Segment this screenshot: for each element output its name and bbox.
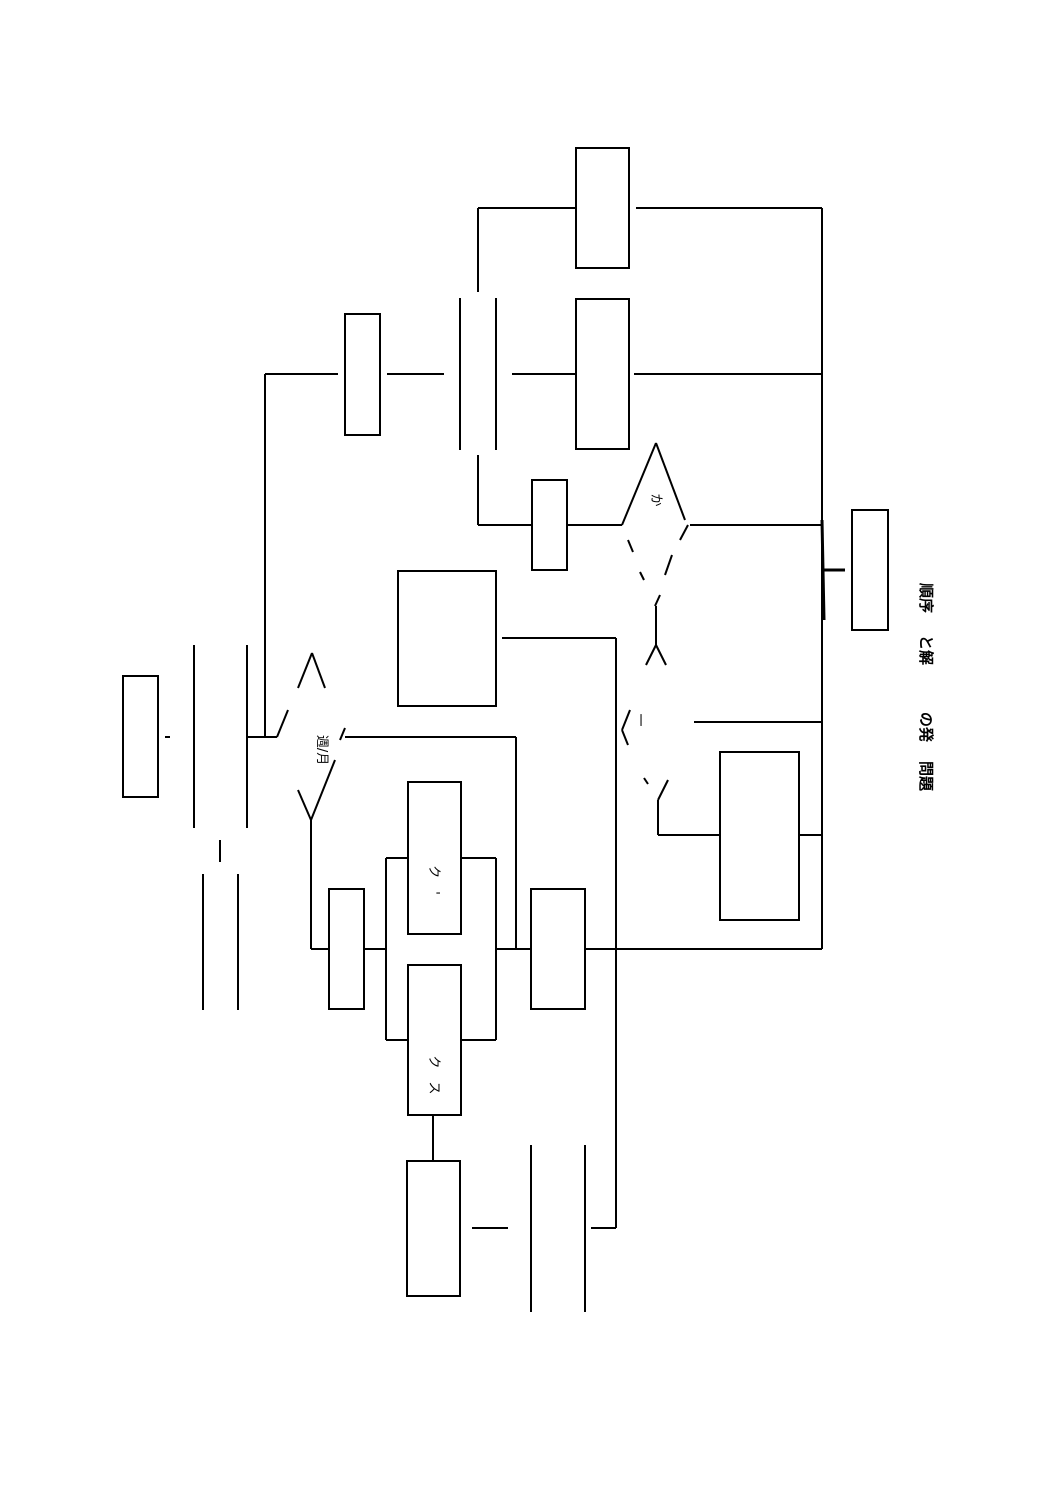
decision-right-top-label: か: [648, 493, 663, 506]
data-store-top: [459, 298, 497, 450]
mid-right-process-box: [575, 298, 630, 450]
end-box: [851, 509, 889, 631]
process-upper-box: [407, 781, 462, 935]
small-process-box: [531, 479, 568, 571]
right-lower-process-box: [719, 751, 800, 921]
bottom-process-box: [406, 1160, 461, 1297]
title-part-4: 順序: [917, 582, 935, 613]
decision-right-top: [621, 442, 689, 607]
top-right-process-box: [575, 147, 630, 269]
process-lower-label: ク ス: [426, 1055, 441, 1094]
upper-left-process-box: [344, 313, 381, 436]
diagram-title: 問題 の発 と解 順序: [917, 582, 935, 792]
left-lower-process-box: [328, 888, 365, 1010]
data-store-left-lower: [202, 874, 239, 1010]
title-part-2: の発: [917, 712, 935, 743]
start-box: [122, 675, 159, 798]
process-upper-label: ク ': [426, 865, 441, 895]
decision-right-mid-label: 一: [632, 713, 647, 726]
data-store-left-upper: [193, 645, 248, 828]
decision-left: [276, 652, 346, 821]
decision-left-label: 週/月: [314, 735, 329, 765]
decision-right-mid: [621, 644, 669, 801]
lower-right-process-box: [530, 888, 586, 1010]
data-store-bottom: [530, 1145, 586, 1312]
center-process-box: [397, 570, 497, 707]
title-part-1: 問題: [917, 761, 935, 792]
connector-lines: [165, 207, 845, 1229]
title-part-3: と解: [917, 635, 935, 665]
